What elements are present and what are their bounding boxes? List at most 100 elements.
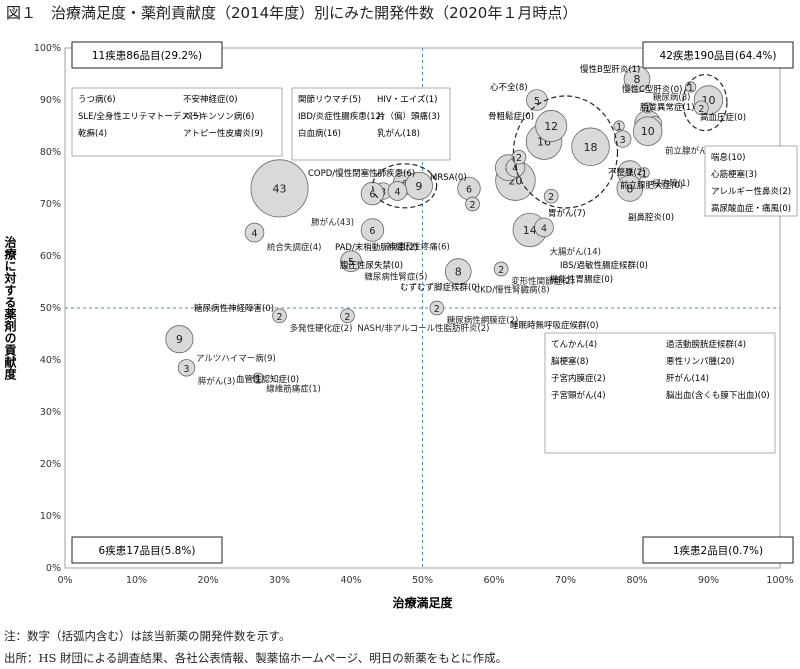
- point-label: 大腸がん(14): [549, 247, 600, 258]
- point-label: 統合失調症(4): [267, 242, 322, 253]
- bubble-count: 4: [251, 229, 257, 240]
- source-note: 出所：HS 財団による調査結果、各社公表情報、製薬協ホームページ、明日の新薬をも…: [4, 651, 508, 665]
- label-box-right-item: 心筋梗塞(3): [711, 169, 757, 180]
- free-label: MRSA(0): [430, 173, 467, 183]
- y-tick-label: 50%: [40, 303, 61, 314]
- bubble-count: 9: [176, 333, 183, 346]
- label-box-top-left-item: 乾癬(4): [78, 128, 107, 139]
- bubble-count: 10: [641, 125, 655, 138]
- point-label: NASH/非アルコール性脂肪肝炎(2): [357, 323, 489, 334]
- bubble-count: 12: [544, 120, 558, 133]
- bubble-count: 8: [634, 73, 641, 86]
- x-tick-label: 40%: [340, 575, 361, 586]
- bubble: [693, 100, 709, 116]
- bubble-count: 1: [616, 122, 622, 133]
- bubble: [340, 250, 362, 273]
- bubble-count: 2: [698, 104, 704, 115]
- bubble: [250, 159, 309, 218]
- bubble-count: 8: [626, 182, 633, 195]
- bubble-count: 9: [415, 180, 422, 193]
- label-box-center-item: 関節リウマチ(5): [298, 94, 361, 105]
- bubble: [177, 359, 196, 377]
- x-tick-label: 90%: [698, 575, 719, 586]
- y-tick-label: 90%: [40, 95, 61, 106]
- label-box-bottom-right-item: 肝がん(14): [666, 373, 709, 384]
- point-label: 膵がん(3): [198, 376, 236, 387]
- bubble-count: 6: [466, 184, 472, 195]
- y-tick-label: 40%: [40, 355, 61, 366]
- point-label: 前立腺がん(10): [665, 146, 725, 157]
- free-label: 血管性認知症(0): [236, 374, 299, 385]
- free-label: 腹圧性尿失禁(0): [340, 260, 403, 271]
- bubble-count: 2: [498, 265, 504, 276]
- point-label: 神経因性疼痛(6): [387, 241, 450, 252]
- bubble: [638, 167, 650, 179]
- x-tick-label: 30%: [269, 575, 290, 586]
- y-tick-label: 80%: [40, 147, 61, 158]
- label-box-center-item: 乳がん(18): [377, 128, 420, 139]
- bubble-count: 1: [645, 104, 651, 115]
- bubble-count: 2: [434, 304, 440, 315]
- label-box-bottom-right-item: 子宮内膜症(2): [551, 373, 606, 384]
- free-label: COPD/慢性閉塞性肺疾患(6): [308, 168, 415, 179]
- quadrant-bottom-right-label: 1疾患2品目(0.7%): [673, 544, 763, 557]
- free-label: 慢性C型肝炎(0): [622, 84, 682, 95]
- bubble-count: 14: [523, 224, 537, 237]
- bubble-count: 18: [584, 141, 598, 154]
- label-box-top-left-item: アトピー性皮膚炎(9): [183, 128, 263, 139]
- label-box-bottom-right-item: てんかん(4): [551, 340, 597, 350]
- footnote: 注：数字（括弧内含む）は該当新薬の開発件数を示す。: [4, 629, 291, 643]
- free-label: 骨粗鬆症(0): [488, 111, 534, 122]
- y-tick-label: 100%: [34, 43, 61, 54]
- cluster-ellipse-left: [372, 163, 438, 209]
- free-label: 前立腺肥大症(0): [620, 180, 683, 191]
- label-box-top-left-item: 不安神経症(0): [183, 94, 238, 105]
- bubble: [429, 300, 445, 316]
- label-box-bottom-right-item: 脳出血(含くも膜下出血)(0): [666, 390, 770, 401]
- bubble-count: 3: [184, 364, 190, 375]
- bubble: [616, 175, 644, 202]
- label-box-center-item: HIV・エイズ(1): [377, 94, 438, 105]
- x-tick-label: 70%: [555, 575, 576, 586]
- point-label: 多発性硬化症(2): [289, 323, 352, 334]
- bubble: [543, 188, 559, 204]
- label-box-bottom-right-item: 過活動膀胱症候群(4): [666, 339, 746, 350]
- bubble: [493, 261, 509, 277]
- label-box-center-item: 白血病(16): [298, 128, 341, 139]
- point-label: アルツハイマー病(9): [196, 353, 276, 364]
- quadrant-bottom-left-label: 6疾患17品目(5.8%): [99, 544, 196, 557]
- label-box-top-left-item: パーキンソン病(6): [183, 111, 254, 122]
- bubble: [465, 196, 480, 212]
- bubble-count: 6: [369, 190, 375, 201]
- free-label: 慢性B型肝炎(1): [580, 64, 640, 75]
- quadrant-top-left-label: 11疾患86品目(29.2%): [92, 49, 202, 62]
- bubble-count: 6: [369, 226, 375, 237]
- label-box-top-left: [71, 87, 283, 157]
- bubble: [571, 127, 610, 167]
- point-label: CKD/慢性腎臓病(8): [474, 285, 549, 296]
- bubble-count: 4: [541, 223, 547, 234]
- scatter-chart: 0%10%20%30%40%50%60%70%80%90%100%0%10%20…: [3, 41, 798, 610]
- y-axis-label: 治療に対する薬剤の貢献度: [3, 235, 17, 381]
- x-tick-label: 60%: [483, 575, 504, 586]
- label-box-bottom-right-item: 脳梗塞(8): [551, 356, 589, 367]
- x-tick-label: 100%: [766, 575, 793, 586]
- x-tick-label: 10%: [126, 575, 147, 586]
- label-box-right-item: 高尿酸血症・痛風(0): [711, 203, 791, 214]
- quadrant-bottom-right-box: [642, 536, 794, 564]
- bubble: [252, 372, 264, 384]
- point-label: 糖尿病性腎症(5): [364, 272, 427, 283]
- bubble-count: 2: [470, 200, 476, 211]
- quadrant-top-right-label: 42疾患190品目(64.4%): [660, 49, 777, 62]
- label-box-right: [704, 145, 798, 217]
- bubble: [642, 102, 654, 114]
- bubble-count: 1: [688, 83, 694, 94]
- label-box-bottom-right-item: 子宮頸がん(4): [551, 390, 606, 401]
- x-tick-label: 80%: [626, 575, 647, 586]
- free-label: 高血圧症(0): [700, 112, 746, 123]
- point-label: 緑内障(1): [652, 178, 690, 189]
- label-box-right-item: アレルギー性鼻炎(2): [711, 186, 791, 197]
- x-tick-label: 0%: [57, 575, 72, 586]
- point-label: 糖尿病性網膜症(2): [447, 315, 519, 326]
- x-axis-label: 治療満足度: [392, 595, 453, 610]
